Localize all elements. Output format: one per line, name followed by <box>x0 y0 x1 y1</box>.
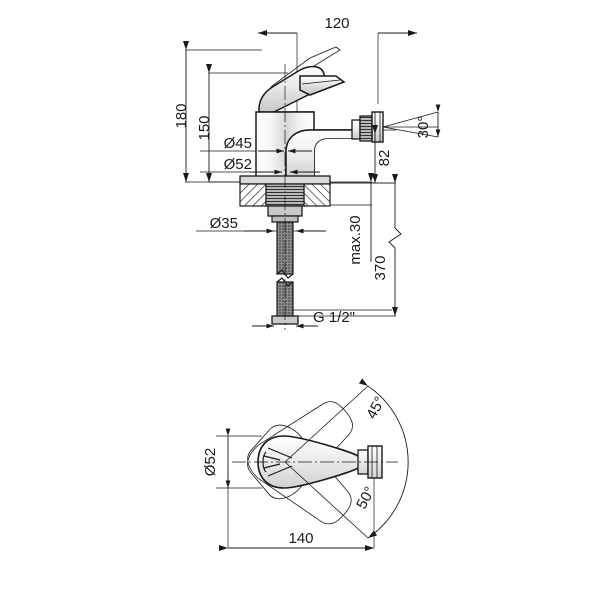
dim-dia-45: Ø45 <box>224 135 312 154</box>
dim-dia-52-plan-label: Ø52 <box>202 448 219 476</box>
dim-50-deg-label: 50° <box>353 484 379 512</box>
dim-dia-52-plan: Ø52 <box>202 428 231 488</box>
lever-arm-edge <box>301 79 341 85</box>
dim-dia-35-label: Ø35 <box>210 215 238 232</box>
dim-dia-35: Ø35 <box>210 215 326 234</box>
dim-180-label: 180 <box>173 103 190 128</box>
dim-140-label: 140 <box>288 530 313 547</box>
hose-break-symbol-2 <box>276 277 294 287</box>
dim-150-label: 150 <box>196 115 213 140</box>
dim-dia-45-label: Ø45 <box>224 135 252 152</box>
dim-120-label: 120 <box>324 15 349 32</box>
dim-370-label: 370 <box>372 255 389 280</box>
swivel-limit-lines <box>284 385 369 539</box>
dim-370-break-symbol <box>388 227 402 249</box>
dim-370: 370 <box>372 174 402 316</box>
dim-82: 82 <box>372 125 393 183</box>
top-plan-view: Ø52 45° 50° 140 <box>202 378 409 551</box>
side-elevation-view: 120 180 150 Ø45 Ø52 <box>173 15 441 330</box>
swivel-arc <box>358 378 409 539</box>
dim-max-30: max.30 <box>347 173 374 265</box>
dim-180: 180 <box>173 41 190 182</box>
counter-slab-left <box>239 183 267 207</box>
dim-45-deg-label: 45° <box>363 394 389 422</box>
spout-fill <box>286 130 352 184</box>
dim-thread-g12-label: G 1/2" <box>313 309 355 326</box>
faucet-side-body <box>255 46 439 185</box>
dim-thread-g12: G 1/2" <box>252 309 355 329</box>
dim-dia-52-label: Ø52 <box>224 156 252 173</box>
dim-max-30-label: max.30 <box>347 215 364 264</box>
lever-arm <box>299 75 346 96</box>
dim-140: 140 <box>219 530 374 551</box>
dim-82-label: 82 <box>376 150 393 167</box>
dim-120: 120 <box>258 15 417 36</box>
swivel-phantom-positions <box>247 401 353 525</box>
counter-slab-right <box>303 183 331 207</box>
spout-inner-edge-top <box>285 129 352 184</box>
dim-30-deg-label: 30° <box>415 116 432 139</box>
dim-dia-52: Ø52 <box>224 156 320 175</box>
aerator-head <box>351 111 384 143</box>
spray-cone-lines <box>382 111 439 138</box>
dim-30-deg: 30° <box>415 104 441 139</box>
dim-150: 150 <box>196 64 213 182</box>
